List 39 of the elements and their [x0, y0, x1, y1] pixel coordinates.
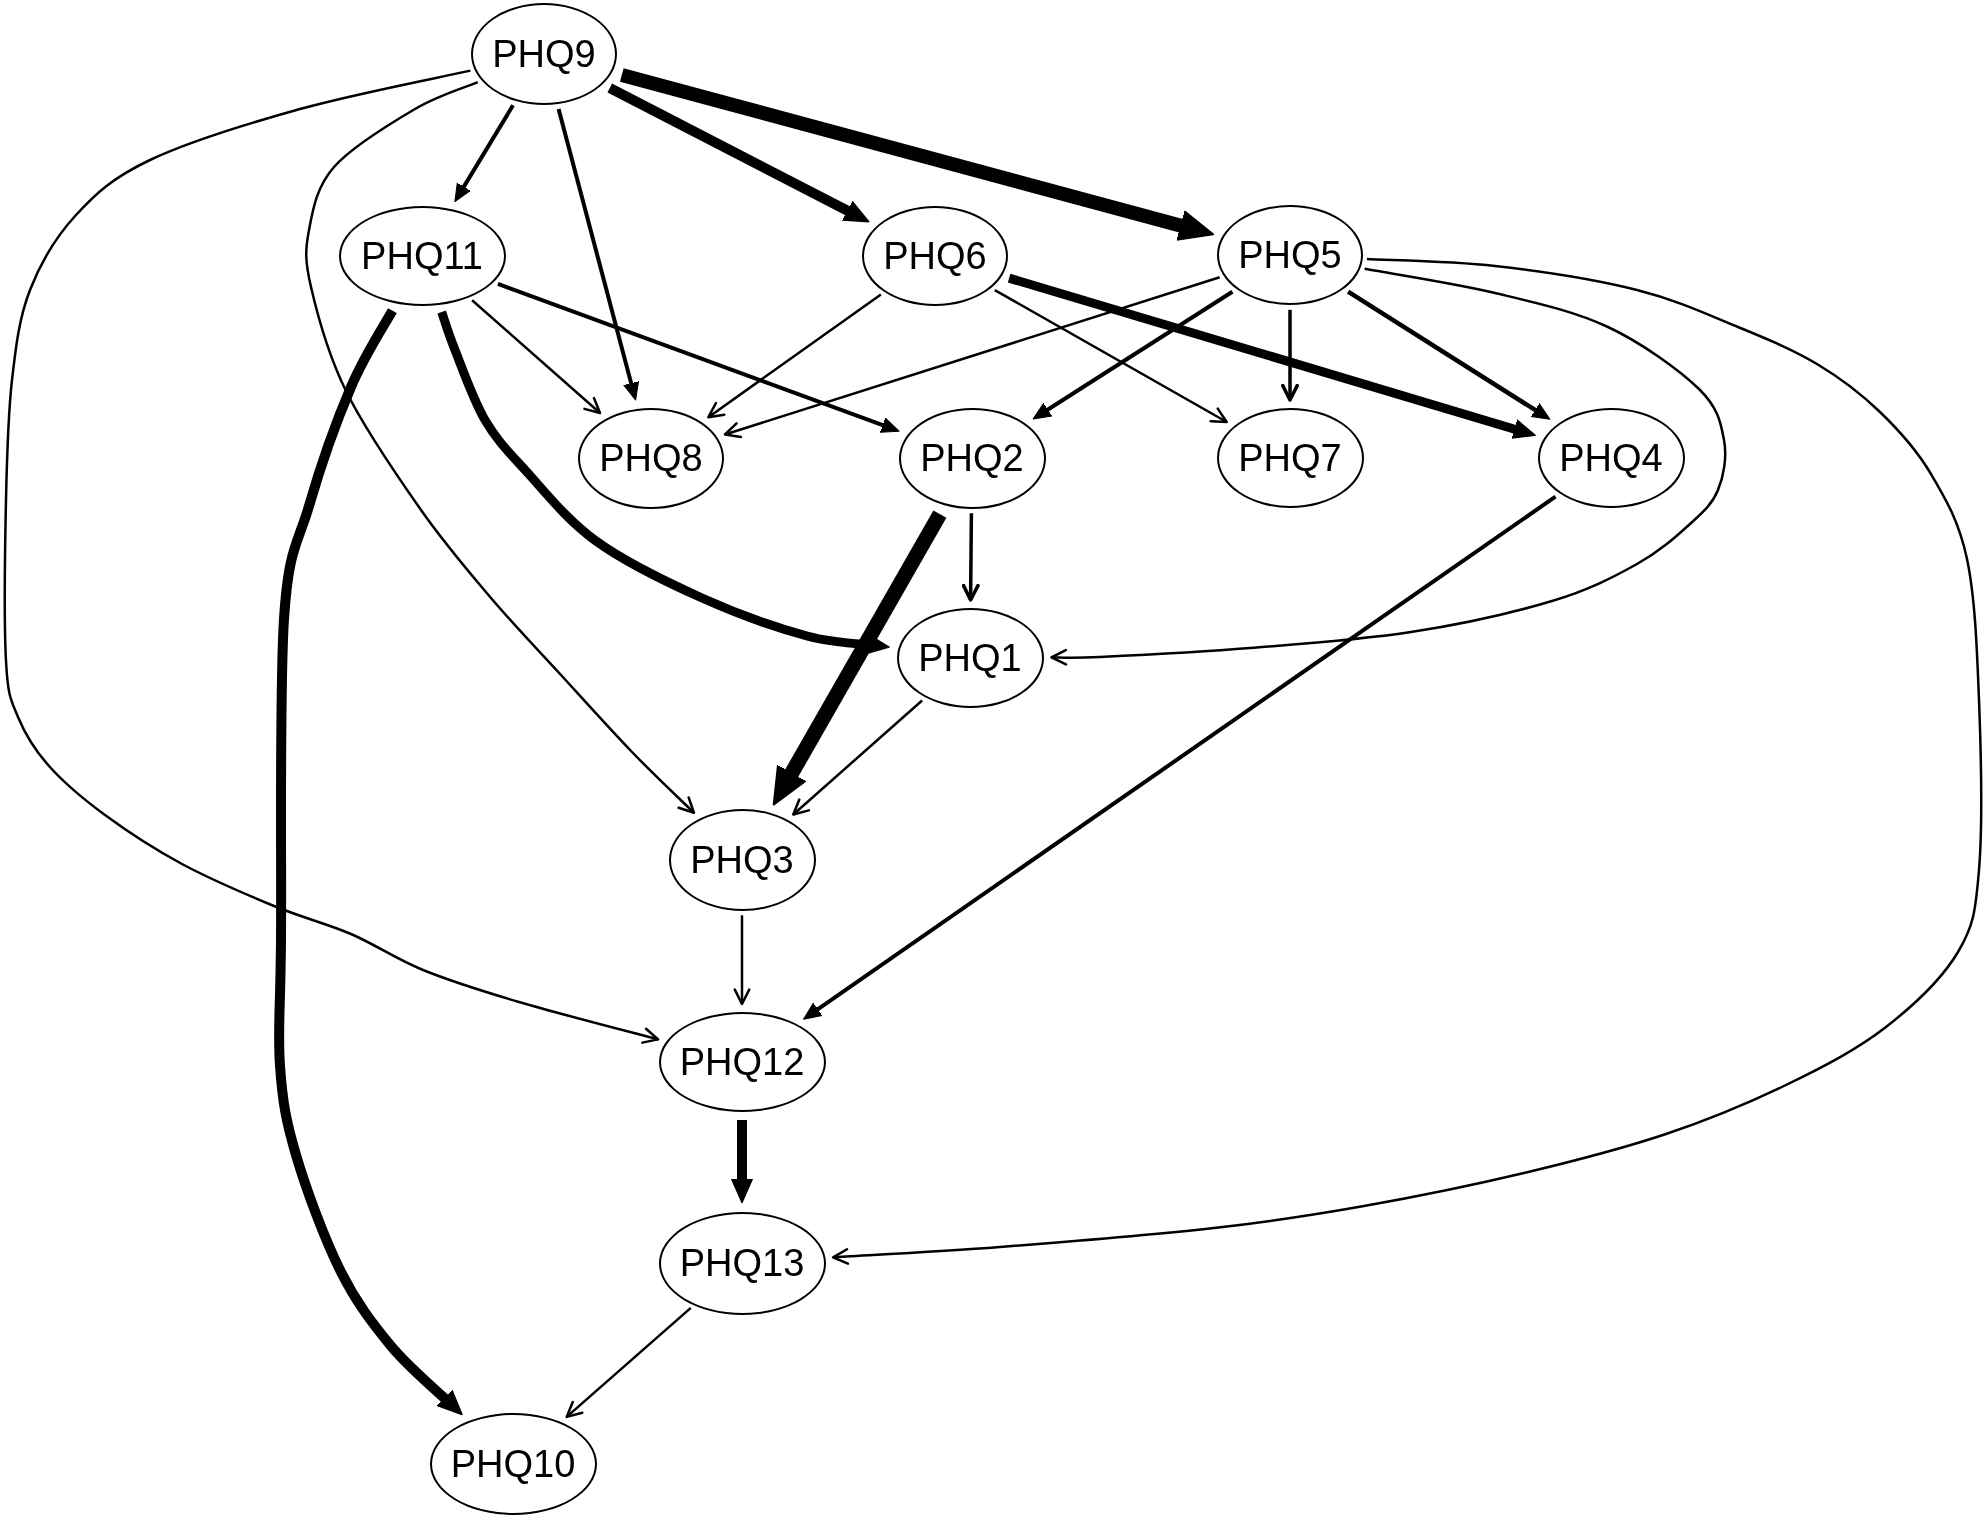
ellipse-node: PHQ11 — [338, 206, 506, 306]
ellipse-node: PHQ3 — [668, 809, 816, 911]
arrow — [1346, 289, 1551, 420]
arrow — [305, 81, 696, 814]
arrow — [803, 494, 1557, 1020]
ellipse-node: PHQ13 — [658, 1211, 826, 1315]
arrow — [437, 310, 890, 655]
arrow — [607, 83, 870, 223]
arrow — [792, 699, 923, 816]
ellipse-node: PHQ5 — [1217, 205, 1363, 305]
ellipse-node: PHQ6 — [862, 206, 1008, 306]
arrow — [1007, 273, 1536, 439]
ellipse-node: PHQ10 — [429, 1413, 597, 1515]
arrow — [733, 915, 751, 1006]
arrow — [831, 257, 1983, 1265]
arrow — [454, 104, 515, 203]
arrow — [556, 108, 639, 401]
arrow — [565, 1306, 692, 1419]
arrow — [961, 513, 980, 602]
arrow — [730, 1120, 754, 1204]
arrow — [620, 68, 1215, 241]
ellipse-node: PHQ1 — [896, 608, 1044, 708]
ellipse-node: PHQ7 — [1216, 408, 1364, 508]
arrow — [274, 308, 463, 1416]
ellipse-node: PHQ12 — [658, 1012, 826, 1112]
arrow — [1050, 267, 1727, 666]
arrow — [994, 289, 1228, 424]
ellipse-node: PHQ2 — [898, 407, 1046, 509]
arrow — [707, 293, 882, 419]
arrow — [3, 69, 660, 1044]
arrow — [1281, 309, 1299, 402]
arrow — [497, 282, 900, 433]
ellipse-node: PHQ8 — [578, 407, 724, 509]
ellipse-node: PHQ4 — [1537, 408, 1685, 508]
arrow — [723, 276, 1221, 439]
arrow — [772, 510, 947, 806]
arrow — [471, 299, 602, 415]
ellipse-node: PHQ9 — [471, 3, 617, 105]
arrow — [1032, 290, 1234, 420]
